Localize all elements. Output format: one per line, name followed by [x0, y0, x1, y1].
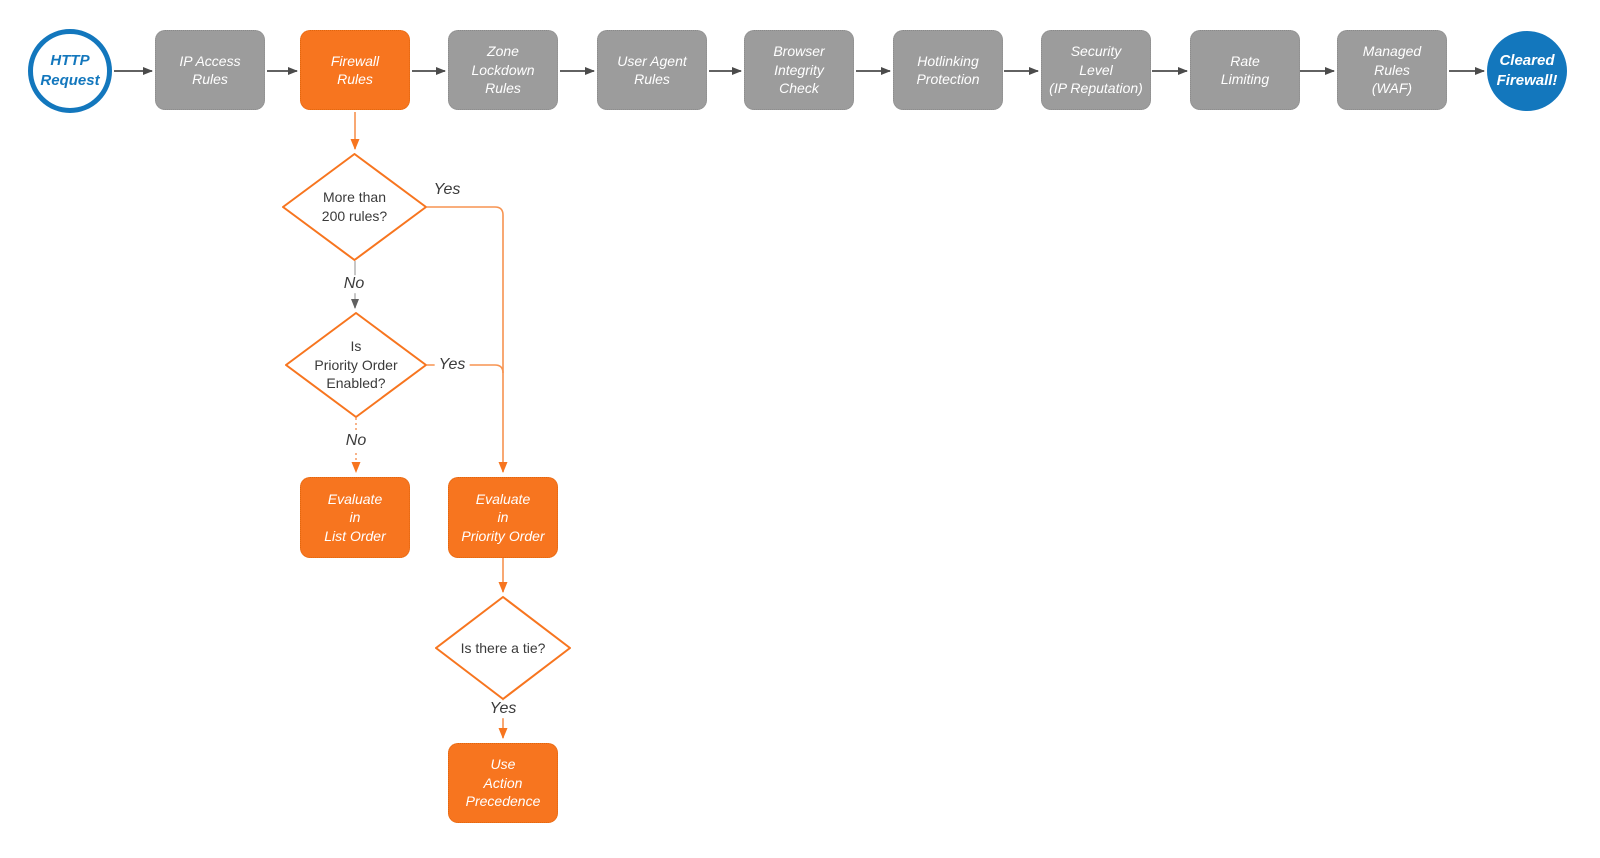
node-user-agent-rules: User Agent Rules: [597, 30, 707, 110]
edge-label-no-1: No: [339, 275, 369, 293]
node-label: HTTP Request: [40, 52, 100, 89]
node-hotlinking-protection: Hotlinking Protection: [893, 30, 1003, 110]
node-label: Evaluate in List Order: [324, 490, 386, 544]
diamond-shape: [282, 153, 427, 261]
node-security-level: Security Level (IP Reputation): [1041, 30, 1151, 110]
node-firewall-rules: Firewall Rules: [300, 30, 410, 110]
node-managed-rules-waf: Managed Rules (WAF): [1337, 30, 1447, 110]
edge-decision1-yes: [427, 206, 508, 473]
node-http-request: HTTP Request: [28, 29, 112, 113]
node-ip-access-rules: IP Access Rules: [155, 30, 265, 110]
diamond-shape: [285, 312, 427, 418]
edge-label-no-2: No: [341, 432, 371, 450]
node-label: Firewall Rules: [330, 52, 380, 87]
node-label: Evaluate in Priority Order: [461, 490, 545, 544]
node-label: User Agent Rules: [617, 52, 687, 87]
node-label: Browser Integrity Check: [773, 43, 825, 97]
node-use-action-precedence: Use Action Precedence: [448, 743, 558, 823]
node-evaluate-in-list-order: Evaluate in List Order: [300, 477, 410, 558]
node-browser-integrity-check: Browser Integrity Check: [744, 30, 854, 110]
node-cleared-firewall: Cleared Firewall!: [1487, 31, 1567, 111]
node-decision-is-there-a-tie: Is there a tie?: [435, 596, 571, 700]
node-label: Is Priority Order Enabled?: [314, 337, 398, 392]
node-decision-more-than-200-rules: More than 200 rules?: [282, 153, 427, 261]
edge-label-yes-2: Yes: [434, 356, 470, 374]
node-label: Cleared Firewall!: [1496, 52, 1558, 89]
node-label: Managed Rules (WAF): [1362, 43, 1422, 97]
node-zone-lockdown-rules: Zone Lockdown Rules: [448, 30, 558, 110]
node-rate-limiting: Rate Limiting: [1190, 30, 1300, 110]
node-label: IP Access Rules: [179, 52, 241, 87]
node-label: Is there a tie?: [460, 639, 546, 656]
node-label: Zone Lockdown Rules: [471, 43, 535, 97]
edge-decision2-yes: [427, 364, 504, 374]
node-label: More than 200 rules?: [321, 189, 388, 224]
node-decision-priority-order-enabled: Is Priority Order Enabled?: [285, 312, 427, 418]
edge-label-yes-3: Yes: [485, 700, 521, 718]
edge-label-yes-1: Yes: [429, 181, 465, 199]
node-label: Hotlinking Protection: [916, 52, 980, 87]
node-label: Rate Limiting: [1220, 52, 1270, 87]
diamond-shape: [435, 596, 571, 700]
node-label: Security Level (IP Reputation): [1049, 43, 1143, 97]
node-evaluate-in-priority-order: Evaluate in Priority Order: [448, 477, 558, 558]
node-label: Use Action Precedence: [465, 756, 541, 810]
